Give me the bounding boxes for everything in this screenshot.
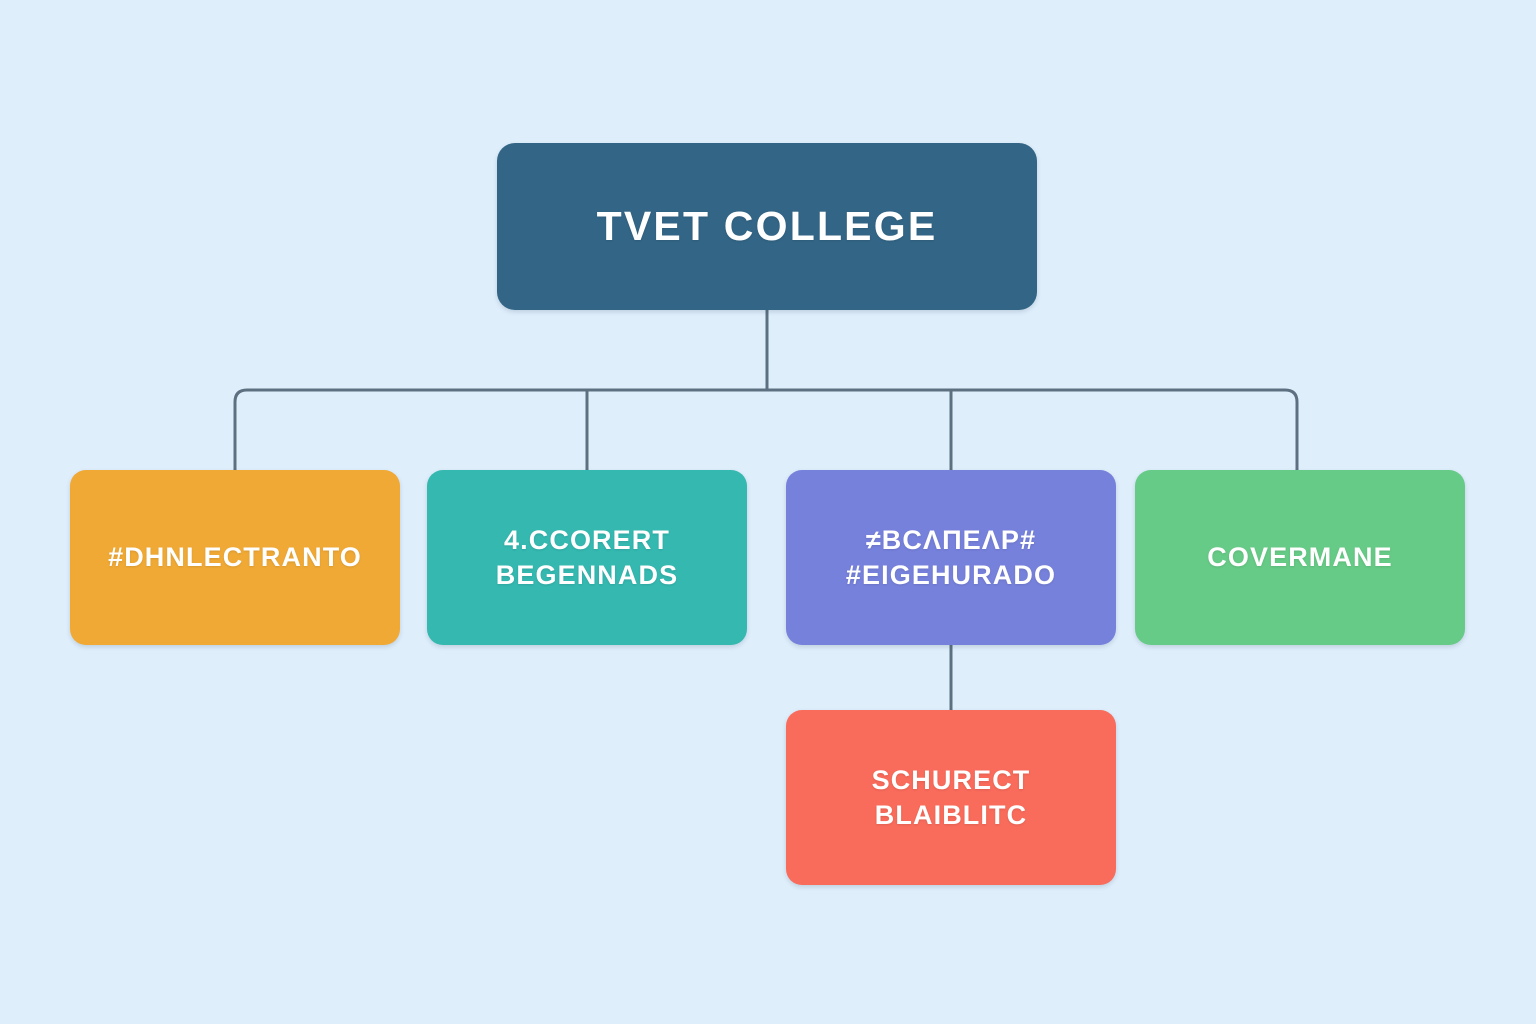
node-child-3[interactable]: ≠BCΛΠΕΛΡ# #EIGEHURADO bbox=[786, 470, 1116, 645]
node-child-1-label-line-1: #DHNLECTRANTO bbox=[108, 542, 362, 573]
connector-horizontal-bus bbox=[233, 388, 1299, 470]
node-child-2-label-line-1: 4.CCORERT bbox=[504, 524, 670, 555]
node-child-4[interactable]: COVERMANE bbox=[1135, 470, 1465, 645]
node-child-4-label-line-1: COVERMANE bbox=[1207, 542, 1393, 573]
node-child-1[interactable]: #DHNLECTRANTO bbox=[70, 470, 400, 645]
node-grandchild-1-label-line-2: BLAIBLITC bbox=[874, 799, 1028, 830]
node-grandchild-1-label-line-1: SCHURECT bbox=[871, 764, 1031, 795]
node-child-2-label-line-2: BEGENNADS bbox=[495, 559, 679, 590]
node-root[interactable]: TVET COLLEGE bbox=[497, 143, 1037, 310]
node-child-2[interactable]: 4.CCORERT BEGENNADS bbox=[427, 470, 747, 645]
node-root-label: TVET COLLEGE bbox=[596, 203, 938, 250]
node-grandchild-1[interactable]: SCHURECT BLAIBLITC bbox=[786, 710, 1116, 885]
node-child-3-label-line-1: ≠BCΛΠΕΛΡ# bbox=[865, 524, 1037, 555]
node-child-3-label-line-2: #EIGEHURADO bbox=[845, 559, 1057, 590]
